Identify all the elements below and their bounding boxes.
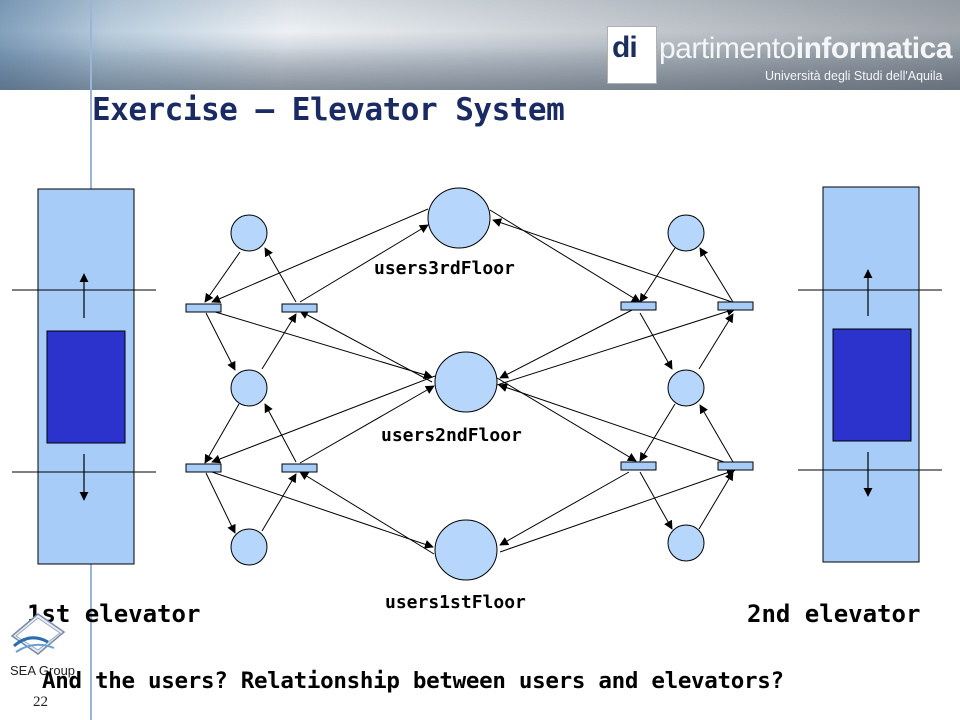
arc: [204, 251, 241, 303]
slide-title: Exercise – Elevator System: [92, 92, 565, 128]
label-2nd-elevator: 2nd elevator: [747, 600, 921, 628]
arc: [499, 471, 630, 546]
arc: [499, 468, 736, 553]
transition-e1-up-1-2: [281, 463, 318, 473]
place-elevator1-floor3: [230, 214, 268, 252]
header-banner: di partimentoinformatica Università degl…: [0, 0, 960, 90]
arc: [496, 377, 637, 462]
transition-e2-up-1-2: [717, 461, 754, 471]
arc: [264, 247, 297, 303]
transition-e2-down-2-1: [620, 461, 657, 471]
arc: [698, 313, 734, 370]
arc: [204, 403, 240, 464]
arc: [299, 310, 433, 383]
elevator-2-car: [832, 328, 912, 442]
arc: [639, 312, 673, 370]
label-users3rdfloor: users3rdFloor: [374, 258, 515, 279]
banner-water-texture: [0, 0, 960, 90]
arc: [211, 208, 429, 303]
arc: [299, 385, 435, 464]
arc: [699, 404, 734, 463]
transition-e1-down-3-2: [185, 303, 222, 313]
dipartimento-logo: di partimentoinformatica Università degl…: [607, 26, 955, 86]
logo-mark-text: di: [612, 31, 638, 64]
logo-wordmark: partimentoinformatica: [659, 32, 952, 66]
arc: [261, 473, 297, 532]
arc: [498, 383, 728, 464]
arc: [698, 471, 734, 530]
place-elevator1-floor2: [230, 369, 268, 407]
arc: [489, 209, 641, 303]
arc: [261, 313, 297, 370]
arc: [205, 472, 236, 534]
banner-water-shade: [0, 48, 960, 90]
logo-mark: di: [607, 26, 657, 84]
arc: [299, 471, 435, 555]
group-name: SEA Group: [10, 663, 76, 678]
elevator-1-shaft: [12, 188, 156, 565]
diagram-arcs: [204, 208, 736, 555]
arc: [496, 307, 736, 386]
arc: [264, 403, 297, 463]
page-number: 22: [33, 694, 48, 710]
place-users2ndfloor: [434, 351, 498, 413]
place-elevator2-floor1: [667, 524, 705, 562]
place-elevator2-floor2: [667, 369, 705, 407]
place-elevator1-floor1: [230, 528, 268, 566]
logo-subtitle: Università degli Studi dell'Aquila: [765, 69, 943, 83]
transition-e1-up-2-3: [281, 303, 318, 313]
transitions: [185, 301, 754, 473]
places: [230, 187, 705, 581]
arc: [211, 310, 433, 379]
arc: [699, 247, 734, 303]
arc: [492, 218, 733, 303]
place-elevator2-floor3: [667, 214, 705, 252]
place-users3rdfloor: [427, 187, 491, 249]
elevator-2-shaft: [798, 186, 942, 563]
arc: [299, 224, 429, 303]
transition-e2-down-3-2: [620, 301, 657, 311]
arc: [639, 471, 673, 530]
closing-question: And the users? Relationship between user…: [42, 668, 784, 694]
transition-e1-down-2-1: [185, 463, 222, 473]
arc: [211, 471, 434, 549]
arc: [639, 247, 676, 303]
logo-word-part-2: informatica: [795, 32, 953, 65]
label-users2ndfloor: users2ndFloor: [381, 425, 522, 446]
elevator-1-car: [46, 330, 126, 444]
label-1st-elevator: 1st elevator: [27, 600, 201, 628]
logo-word-part-1: partimento: [659, 32, 796, 65]
label-users1stfloor: users1stFloor: [385, 592, 526, 613]
transition-e2-up-2-3: [717, 301, 754, 311]
sea-group-logo-icon: [10, 613, 66, 655]
place-users1stfloor: [434, 519, 498, 581]
arc: [205, 312, 236, 371]
arc: [639, 403, 676, 462]
arc: [211, 375, 436, 464]
arc: [499, 308, 635, 379]
